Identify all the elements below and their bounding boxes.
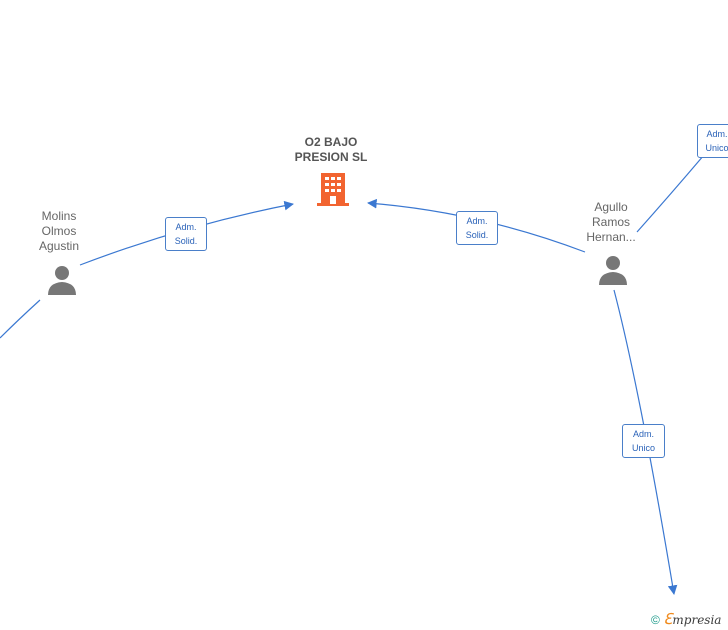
edge-label-agullo-down[interactable]: Adm. Unico (622, 424, 665, 458)
edge-molins-left (0, 299, 41, 339)
company-name[interactable]: O2 BAJO PRESION SL (294, 135, 368, 164)
person-name-agullo[interactable]: Agullo Ramos Hernan... (586, 200, 636, 244)
edge-label-topright-agullo[interactable]: Adm. Unico (697, 124, 728, 158)
person-name-molins[interactable]: Molins Olmos Agustin (38, 209, 80, 253)
person-icon[interactable] (46, 264, 78, 296)
edge-label-molins-company[interactable]: Adm. Solid. (165, 217, 207, 251)
person-icon[interactable] (597, 254, 629, 286)
edge-topright-agullo (636, 154, 705, 233)
brand-logo-e: ℇ (663, 610, 673, 628)
building-icon[interactable] (316, 170, 350, 208)
edge-label-agullo-company[interactable]: Adm. Solid. (456, 211, 498, 245)
copyright-symbol: © (651, 613, 660, 627)
footer-brand: © ℇmpresia (651, 610, 721, 628)
edge-agullo-down (613, 289, 678, 595)
brand-name: mpresia (672, 613, 722, 627)
